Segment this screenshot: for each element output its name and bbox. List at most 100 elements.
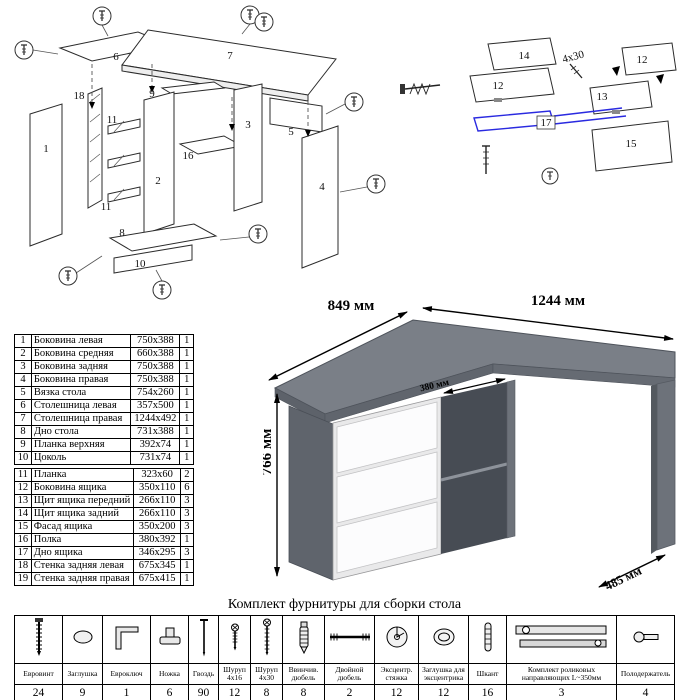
part-name: Столешница левая [30, 399, 132, 413]
assembly-guides [91, 64, 309, 130]
hardware-item-qty: 90 [188, 684, 219, 700]
hardware-icon-cell [218, 615, 251, 664]
part-name: Боковина левая [30, 334, 132, 348]
part-name: Стенка задняя левая [30, 559, 135, 573]
part-qty: 1 [179, 451, 194, 465]
part-size: 357x500 [130, 399, 181, 413]
dim-label-1244: 1244 мм [531, 293, 585, 309]
part-name: Щит ящика передний [30, 494, 135, 508]
part-callout-16: 16 [183, 150, 195, 162]
part-callout-13: 13 [597, 91, 609, 103]
part-qty: 3 [179, 494, 195, 508]
part-qty: 1 [179, 399, 194, 413]
hardware-icon-cell [418, 615, 469, 664]
part-callout-14: 14 [519, 50, 531, 62]
hardware-kit-title: Комплект фурнитуры для сборки стола [227, 597, 462, 612]
hardware-item-label: Ввинчив. дюбель [282, 663, 325, 685]
hardware-icon-cell [188, 615, 219, 664]
part-name: Боковина задняя [30, 360, 132, 374]
part-number: 10 [14, 451, 32, 465]
hardware-icon-cell [616, 615, 675, 664]
cam-cap-icon [433, 628, 454, 646]
euro-screw-icon [34, 618, 43, 656]
drawer-facade-panel [591, 120, 673, 172]
hardware-item-qty: 12 [218, 684, 251, 700]
side-panel-right [301, 125, 339, 269]
right-leg-panel-inner [651, 384, 657, 554]
hardware-item-qty: 12 [374, 684, 419, 700]
cap-icon [73, 630, 92, 644]
part-number: 5 [14, 386, 32, 400]
hardware-item-qty: 12 [418, 684, 469, 700]
back-wall-left-panel [87, 87, 103, 209]
hardware-item-qty: 24 [14, 684, 63, 700]
dowel-screw-icon [299, 621, 308, 655]
fastener-callout [366, 174, 386, 194]
bottom-slot-guide-1 [553, 107, 623, 117]
hardware-item-label: Заглушка для эксцентрика [418, 663, 469, 685]
part-name: Планка [30, 468, 135, 482]
part-number: 18 [14, 559, 32, 573]
part-callout-4: 4 [319, 181, 325, 193]
hardware-icon-cell [102, 615, 151, 664]
part-size: 350x110 [133, 481, 181, 495]
part-number: 14 [14, 507, 32, 521]
hardware-item-label: Шуруп 4x30 [250, 663, 283, 685]
nail-icon [199, 619, 208, 657]
part-callout-11a: 11 [107, 114, 118, 126]
part-callout-9: 9 [149, 88, 155, 100]
screw-4x16-icon [230, 623, 239, 651]
hardware-item-qty: 4 [616, 684, 675, 700]
hardware-item-label: Шкант [468, 663, 507, 685]
hardware-item-qty: 9 [62, 684, 103, 700]
part-size: 675x415 [133, 572, 181, 586]
bottom-slot-guide-2 [553, 115, 627, 125]
part-qty: 1 [179, 572, 195, 586]
part-callout-5: 5 [288, 126, 294, 138]
hardware-icon-cell [324, 615, 375, 664]
part-callout-12b: 12 [637, 54, 648, 66]
part-number: 13 [14, 494, 32, 508]
dim-arrow-380 [443, 378, 506, 394]
part-name: Боковина правая [30, 373, 132, 387]
part-qty: 3 [179, 546, 195, 560]
hardware-icon-cell [374, 615, 419, 664]
drawer-back-panel [487, 37, 557, 71]
part-number: 2 [14, 347, 32, 361]
hardware-item-label: Заглушка [62, 663, 103, 685]
slide-rail-icon [515, 625, 606, 648]
hardware-item-label: Полодержатель [616, 663, 675, 685]
part-name: Стенка задняя правая [30, 572, 135, 586]
hardware-table: Евровинт Заглушка Евроключ Ножка Гвоздь … [14, 615, 675, 700]
part-qty: 1 [179, 373, 194, 387]
part-qty: 3 [179, 520, 195, 534]
hex-key-icon [115, 626, 138, 650]
hardware-icon-cell [468, 615, 507, 664]
part-callout-7: 7 [227, 50, 233, 62]
part-size: 392x74 [130, 438, 181, 452]
right-leg-panel [656, 379, 676, 551]
hardware-item-label: Комплект роликовых направляющих L~350мм [506, 663, 617, 685]
part-number: 15 [14, 520, 32, 534]
part-name: Цоколь [30, 451, 132, 465]
part-qty: 2 [179, 468, 195, 482]
part-qty: 1 [179, 559, 195, 573]
part-number: 11 [14, 468, 32, 482]
part-qty: 1 [179, 425, 194, 439]
part-size: 731x388 [130, 425, 181, 439]
part-size: 266x110 [133, 494, 181, 508]
part-number: 12 [14, 481, 32, 495]
part-size: 350x200 [133, 520, 181, 534]
hardware-icon-cell [14, 615, 63, 664]
part-name: Полка [30, 533, 135, 547]
part-name: Столешница правая [30, 412, 132, 426]
